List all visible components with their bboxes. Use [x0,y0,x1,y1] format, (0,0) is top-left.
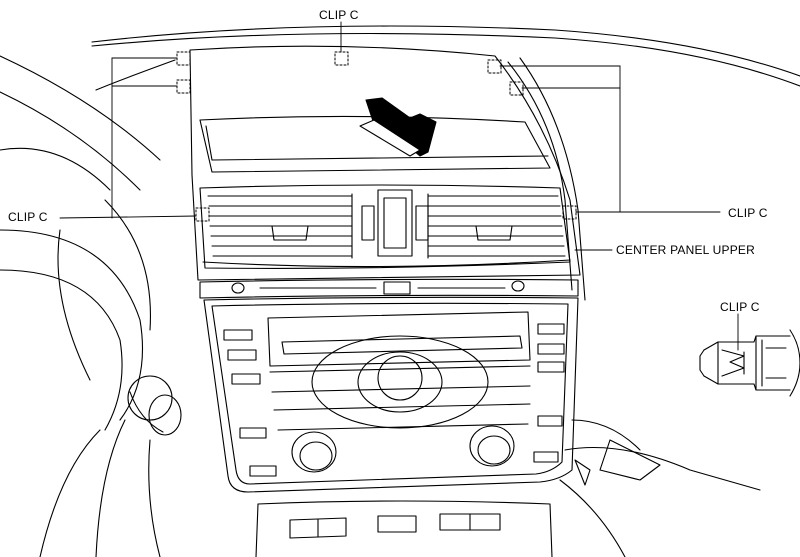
label-clip-left: CLIP C [8,210,48,224]
clip-marker-top [334,51,349,66]
instrument-cluster-arcs [0,55,161,557]
clip-detail [699,329,800,397]
label-clip-detail: CLIP C [720,300,760,314]
dashboard-top-contour [91,25,800,91]
clip-marker-upper-left-2 [176,79,191,94]
arrow-icon [359,97,437,157]
label-center-panel-upper: CENTER PANEL UPPER [616,243,755,257]
leader-lines [59,21,739,351]
clip-marker-left [195,207,210,222]
clip-marker-upper-right-1 [487,59,502,74]
panel-seam-strip [199,278,579,299]
clip-marker-upper-left-1 [176,51,191,66]
right-side-contours [507,57,761,557]
clip-marker-right [562,205,577,220]
label-clip-right: CLIP C [728,206,768,220]
lower-switch-panel [255,500,553,557]
center-panel-upper [189,45,581,281]
clip-markers [176,51,577,222]
clip-marker-upper-right-2 [509,81,524,96]
label-clip-top: CLIP C [319,8,359,22]
audio-console [203,296,579,493]
left-knob [127,375,182,436]
